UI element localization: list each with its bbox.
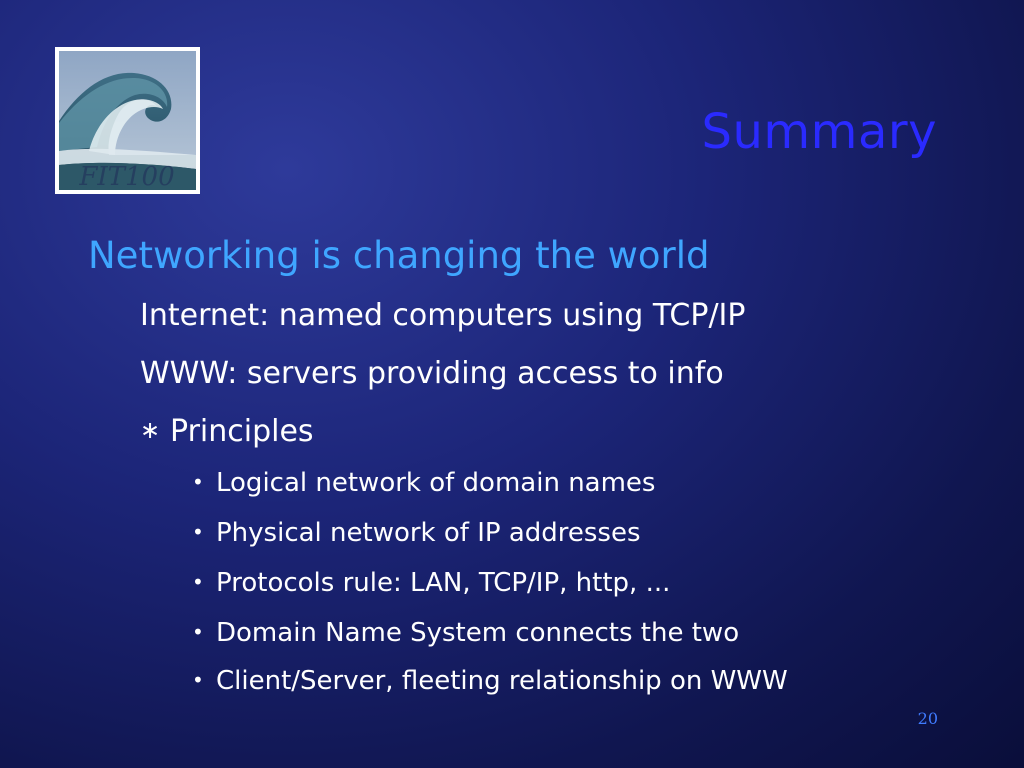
list-item: • Logical network of domain names [192, 468, 655, 498]
point-internet: Internet: named computers using TCP/IP [140, 298, 746, 333]
wave-logo: FIT100 [55, 47, 200, 194]
list-item: • Client/Server, fleeting relationship on… [192, 666, 788, 696]
list-item-text: Client/Server, fleeting relationship on … [216, 666, 788, 696]
list-item: • Domain Name System connects the two [192, 618, 739, 648]
main-heading: Networking is changing the world [88, 234, 710, 277]
asterisk-icon: ∗ [140, 416, 161, 444]
bullet-icon: • [192, 668, 204, 692]
point-www: WWW: servers providing access to info [140, 356, 724, 391]
watermark-text: FIT100 [78, 162, 174, 190]
bullet-icon: • [192, 520, 204, 544]
list-item-text: Physical network of IP addresses [216, 518, 641, 548]
list-item: • Protocols rule: LAN, TCP/IP, http, ... [192, 568, 670, 598]
list-item-text: Protocols rule: LAN, TCP/IP, http, ... [216, 568, 671, 598]
slide-title: Summary [701, 104, 937, 160]
bullet-icon: • [192, 620, 204, 644]
page-number: 20 [917, 709, 938, 728]
bullet-icon: • [192, 470, 204, 494]
wave-image: FIT100 [59, 51, 196, 190]
list-item: • Physical network of IP addresses [192, 518, 641, 548]
principles-heading: ∗ Principles [140, 414, 314, 449]
bullet-icon: • [192, 570, 204, 594]
principles-label: Principles [170, 414, 314, 449]
list-item-text: Logical network of domain names [216, 468, 656, 498]
list-item-text: Domain Name System connects the two [216, 618, 740, 648]
